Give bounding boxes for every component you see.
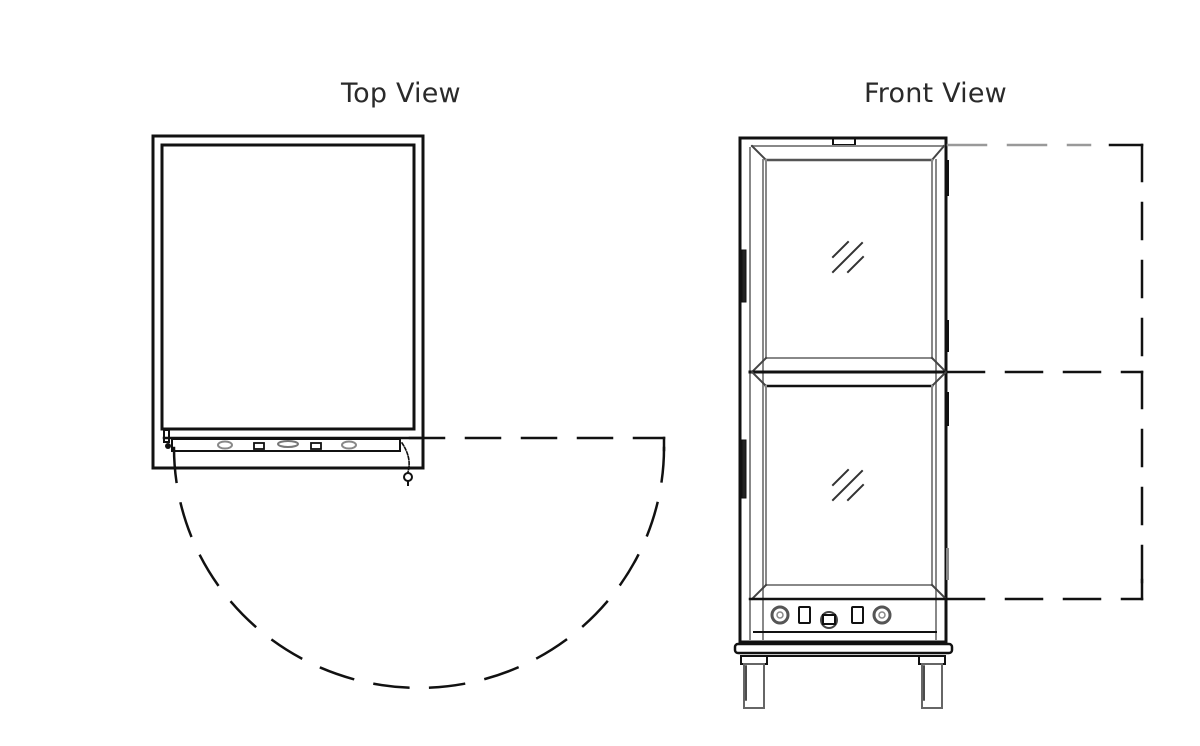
door-swing-arc [172,446,666,690]
top-view-drawing [151,134,666,690]
indicator-icon [277,440,299,448]
indicator-icon [820,611,838,629]
knob-icon [341,440,357,450]
switch-icon [253,442,265,450]
control-panel [753,605,937,633]
knob-icon [872,605,892,625]
hinge-icon [741,439,747,499]
switch-icon [851,606,864,624]
latch-icon [946,548,949,580]
switch-icon [310,442,322,450]
latch-icon [946,320,949,352]
top-view-outer-body [151,134,425,470]
lower-door-swing [946,370,1144,601]
cabinet-body [738,136,948,644]
knob-icon [770,605,790,625]
glass-hatch-icon [831,240,865,274]
knob-icon [217,440,233,450]
latch-icon [946,392,949,426]
glass-hatch-icon [831,468,865,502]
switch-icon [798,606,811,624]
latch-icon [403,472,413,482]
hinge-icon [163,429,170,443]
top-view-control-strip [171,438,401,452]
base-plate [733,642,954,655]
front-view-drawing [733,136,1144,709]
lower-door [750,370,948,601]
caster-right [918,655,946,709]
front-view-title: Front View [864,78,1007,109]
upper-door [750,144,948,374]
hinge-icon [741,249,747,303]
caster-left [740,655,768,709]
upper-door-swing [946,143,1144,374]
top-view-title: Top View [341,78,461,109]
latch-icon [946,160,949,196]
top-view-inner-cavity [160,143,416,431]
